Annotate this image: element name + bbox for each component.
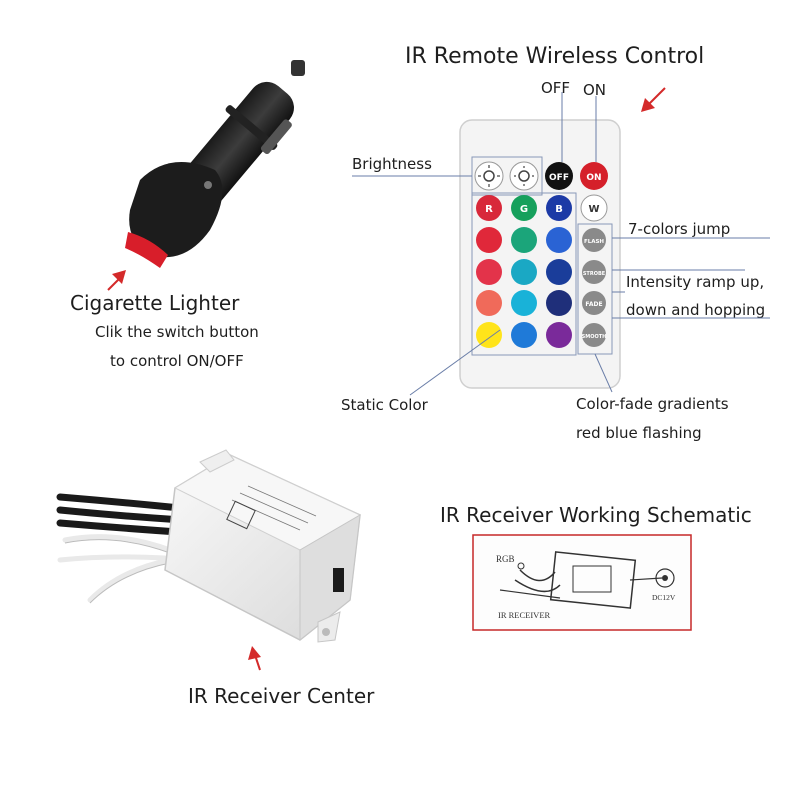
brightness-label: Brightness	[352, 155, 432, 173]
color-button-green-3	[511, 290, 537, 316]
red-button	[476, 195, 502, 221]
green-button-label: G	[520, 204, 528, 215]
on-label: ON	[583, 81, 607, 99]
intensity-label-2: down and hopping	[626, 301, 766, 319]
colors-jump-label: 7-colors jump	[628, 220, 731, 238]
white-button-label: W	[588, 204, 599, 215]
receiver-schematic-diagram: RGB IR RECEIVER DC12V	[472, 534, 692, 631]
off-label: OFF	[541, 79, 571, 97]
remote-body	[459, 119, 621, 389]
brightness-up-icon	[474, 161, 504, 191]
flash-button-label: FLASH	[584, 239, 604, 245]
on-button	[580, 162, 608, 190]
blue-button	[546, 195, 572, 221]
off-button-label: OFF	[549, 173, 569, 183]
arrow-icon	[107, 270, 126, 291]
plug-tip	[291, 60, 305, 76]
fade-label-2: red blue flashing	[576, 424, 702, 442]
strobe-button-label: STROBE	[583, 271, 606, 277]
smooth-button	[582, 323, 606, 347]
color-button-red-1	[476, 227, 502, 253]
green-button	[511, 195, 537, 221]
white-button	[580, 194, 608, 222]
arrow-icon	[248, 646, 261, 671]
ir-receiver-box	[56, 449, 362, 643]
schematic-ir-label: IR RECEIVER	[498, 610, 551, 620]
off-button	[545, 162, 573, 190]
red-button-label: R	[485, 204, 493, 215]
brightness-down-icon	[509, 161, 539, 191]
lighter-title: Cigarette Lighter	[70, 291, 240, 315]
fade-button	[582, 291, 606, 315]
cigarette-lighter-plug	[125, 60, 305, 268]
smooth-button-label: SMOOTH	[582, 334, 607, 340]
flash-button	[582, 228, 606, 252]
color-button-green-1	[511, 227, 537, 253]
schematic-rgb-label: RGB	[496, 554, 515, 564]
schematic-frame	[472, 534, 692, 631]
color-button-blue-2	[546, 259, 572, 285]
blue-button-label: B	[555, 204, 563, 215]
fade-button-label: FADE	[585, 301, 602, 308]
schematic-dc-label: DC12V	[652, 593, 676, 602]
color-button-green-4	[511, 322, 537, 348]
receiver-center-title: IR Receiver Center	[188, 684, 375, 708]
remote-title: IR Remote Wireless Control	[405, 44, 705, 69]
color-button-blue-1	[546, 227, 572, 253]
fade-label-1: Color-fade gradients	[576, 395, 729, 413]
static-color-label: Static Color	[341, 396, 428, 414]
callout-lines	[352, 92, 770, 396]
on-button-label: ON	[586, 173, 601, 183]
arrow-icon	[641, 87, 666, 112]
color-button-red-4	[476, 322, 502, 348]
intensity-label-1: Intensity ramp up,	[626, 273, 765, 291]
schematic-title: IR Receiver Working Schematic	[440, 503, 752, 527]
lighter-text-1: Clik the switch button	[95, 323, 259, 341]
lighter-text-2: to control ON/OFF	[110, 352, 244, 370]
ir-sensor-window	[333, 568, 344, 592]
color-button-red-3	[476, 290, 502, 316]
color-button-green-2	[511, 259, 537, 285]
color-button-red-2	[476, 259, 502, 285]
plug-handle	[129, 162, 223, 258]
plug-red-switch	[125, 232, 168, 268]
strobe-button	[582, 260, 606, 284]
ir-remote: OFF ON R G B W FLASH STROBE FADE	[459, 119, 621, 389]
color-button-blue-4	[546, 322, 572, 348]
plug-side-spring	[260, 119, 292, 155]
color-button-blue-3	[546, 290, 572, 316]
